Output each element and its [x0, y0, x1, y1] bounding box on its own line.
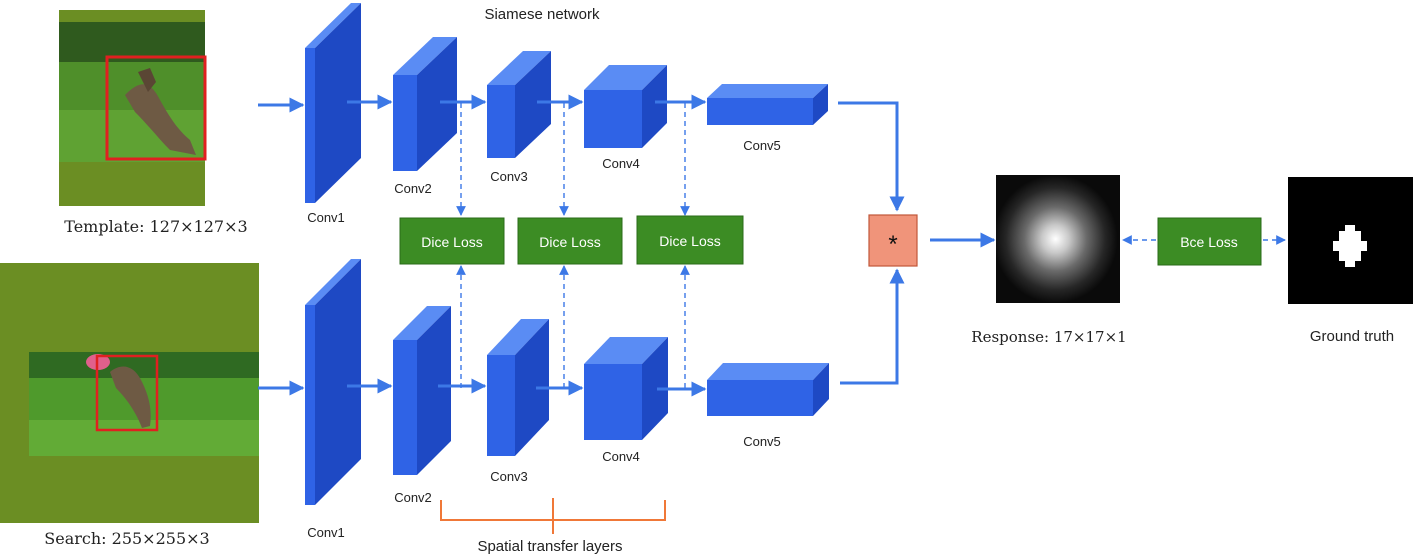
search-image	[0, 263, 259, 523]
top-conv2-block	[393, 37, 457, 171]
bce-loss-box: Bce Loss	[1157, 217, 1262, 266]
title: Siamese network	[484, 6, 600, 23]
bottom-conv5-label: Conv5	[743, 434, 781, 449]
spatial-transfer-label: Spatial transfer layers	[477, 538, 622, 554]
search-bbox	[95, 354, 159, 432]
bottom-conv4-block	[584, 337, 668, 440]
bottom-conv5-block	[707, 363, 829, 416]
dice-loss-label-1: Dice Loss	[421, 234, 482, 250]
top-conv3-label: Conv3	[490, 169, 528, 184]
search-label: Search: 255×255×3	[44, 529, 209, 548]
template-image	[59, 10, 207, 206]
bottom-conv1-label: Conv1	[307, 525, 345, 540]
dice-loss-box-3: Dice Loss	[636, 215, 744, 265]
bce-loss-label: Bce Loss	[1180, 234, 1238, 250]
template-label: Template: 127×127×3	[64, 217, 247, 236]
ground-truth-label: Ground truth	[1310, 328, 1394, 345]
arrow-top-to-correlation	[838, 101, 905, 212]
top-conv1-label: Conv1	[307, 210, 345, 225]
top-conv5-label: Conv5	[743, 138, 781, 153]
correlation-box: *	[868, 214, 918, 267]
template-bbox	[105, 55, 207, 161]
top-conv4-block	[584, 65, 667, 148]
bottom-conv4-label: Conv4	[602, 449, 640, 464]
bottom-conv2-block	[393, 306, 451, 475]
spatial-transfer-bracket	[440, 498, 666, 534]
top-conv5-block	[707, 84, 828, 125]
bottom-conv3-label: Conv3	[490, 469, 528, 484]
response-label: Response: 17×17×1	[971, 328, 1126, 346]
ground-truth-map	[1288, 177, 1413, 304]
top-conv3-block	[487, 51, 551, 158]
top-conv4-label: Conv4	[602, 156, 640, 171]
dice-loss-label-3: Dice Loss	[659, 233, 720, 249]
response-map	[996, 175, 1120, 303]
dice-loss-label-2: Dice Loss	[539, 234, 600, 250]
bottom-conv1-block	[305, 259, 361, 505]
bottom-conv3-block	[487, 319, 549, 456]
dice-loss-box-1: Dice Loss	[399, 217, 505, 265]
top-conv2-label: Conv2	[394, 181, 432, 196]
top-conv1-block	[305, 3, 361, 203]
bottom-conv2-label: Conv2	[394, 490, 432, 505]
arrow-bottom-to-correlation	[840, 268, 905, 385]
dice-loss-box-2: Dice Loss	[517, 217, 623, 265]
correlation-symbol: *	[888, 231, 897, 258]
